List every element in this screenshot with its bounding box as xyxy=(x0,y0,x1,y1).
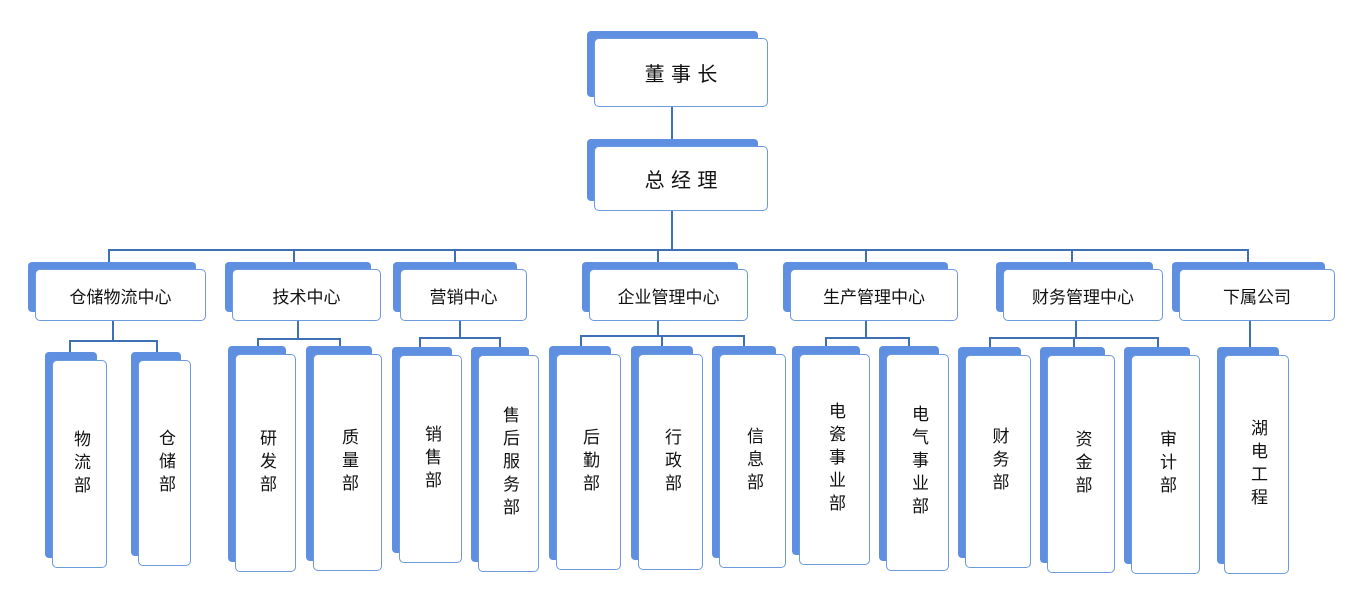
department-label: 电气事业部 xyxy=(908,405,928,520)
center-label: 仓储物流中心 xyxy=(69,287,172,308)
center-label: 生产管理中心 xyxy=(823,287,925,308)
dept-box-sales: 销售部 xyxy=(392,347,462,563)
department-label: 后勤部 xyxy=(579,427,599,497)
department-label: 研发部 xyxy=(256,428,276,498)
dept-box-after-sales: 售后服务部 xyxy=(471,347,539,572)
center-label: 企业管理中心 xyxy=(617,287,720,308)
department-label: 售后服务部 xyxy=(499,406,519,521)
department-label: 审计部 xyxy=(1156,430,1176,499)
dept-box-electrical-division: 电气事业部 xyxy=(879,346,949,571)
department-label: 销售部 xyxy=(421,424,441,494)
center-box-marketing: 营销中心 xyxy=(393,262,527,321)
general-manager-label: 总 经 理 xyxy=(644,168,718,192)
dept-box-funds: 资金部 xyxy=(1040,347,1115,573)
general-manager-box: 总 经 理 xyxy=(587,139,768,211)
department-label: 财务部 xyxy=(988,427,1009,496)
center-box-finance-management: 财务管理中心 xyxy=(996,262,1163,321)
department-label: 湖电工程 xyxy=(1247,418,1267,511)
center-label: 营销中心 xyxy=(429,287,498,308)
dept-box-audit: 审计部 xyxy=(1124,347,1200,574)
dept-box-administration: 行政部 xyxy=(631,346,703,570)
dept-box-logistics-support: 后勤部 xyxy=(549,346,621,570)
center-box-warehouse-logistics: 仓储物流中心 xyxy=(28,262,206,321)
department-label: 信息部 xyxy=(743,426,763,496)
center-box-technology: 技术中心 xyxy=(225,262,381,321)
center-box-subsidiaries: 下属公司 xyxy=(1172,262,1335,321)
dept-box-porcelain-division: 电瓷事业部 xyxy=(792,346,870,565)
department-label: 物流部 xyxy=(70,429,90,499)
dept-box-rnd: 研发部 xyxy=(228,346,296,572)
center-label: 技术中心 xyxy=(272,287,341,308)
center-label: 下属公司 xyxy=(1223,287,1291,308)
center-label: 财务管理中心 xyxy=(1032,287,1134,308)
department-label: 仓储部 xyxy=(155,428,175,498)
dept-box-hudian-engineering: 湖电工程 xyxy=(1217,347,1289,574)
department-label: 电瓷事业部 xyxy=(825,402,845,517)
chairman-box: 董 事 长 xyxy=(587,31,768,107)
dept-box-finance: 财务部 xyxy=(958,347,1031,568)
center-box-production-management: 生产管理中心 xyxy=(783,262,958,321)
department-label: 质量部 xyxy=(338,428,358,497)
dept-box-information: 信息部 xyxy=(712,346,786,568)
center-box-enterprise-management: 企业管理中心 xyxy=(582,262,748,321)
department-label: 行政部 xyxy=(661,427,681,497)
chairman-label: 董 事 长 xyxy=(644,62,718,86)
department-label: 资金部 xyxy=(1071,429,1092,499)
dept-box-quality: 质量部 xyxy=(306,346,382,571)
dept-box-warehouse: 仓储部 xyxy=(131,352,191,566)
dept-box-logistics: 物流部 xyxy=(45,352,107,568)
